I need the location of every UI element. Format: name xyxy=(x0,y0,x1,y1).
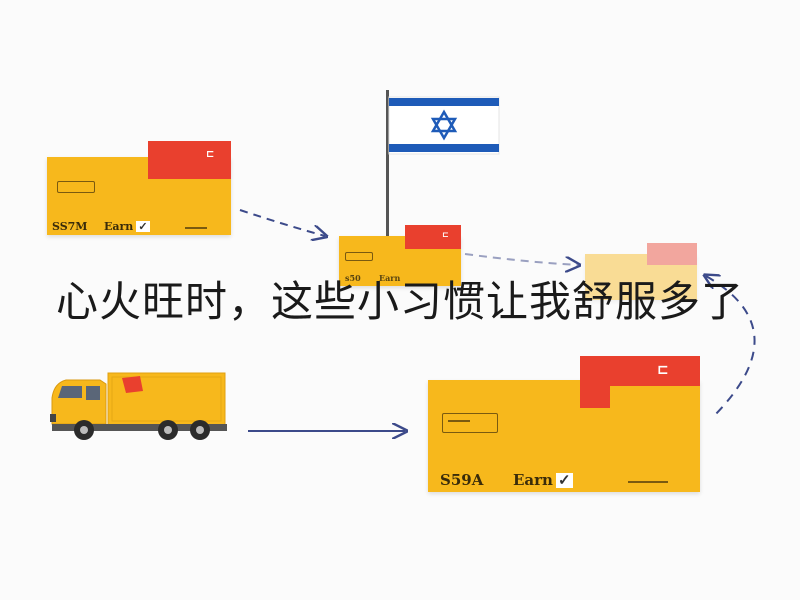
card-corner-notch xyxy=(148,141,176,179)
dashed-arrow-icon xyxy=(464,253,578,265)
shipping-card-center: ⊏ s50 Earn xyxy=(339,225,461,286)
card-stub-line xyxy=(448,420,470,422)
card-label-text: Earn xyxy=(104,220,134,233)
dashed-arrow-icon xyxy=(239,209,325,236)
card-corner-notch xyxy=(580,356,610,408)
card-code: S59A xyxy=(440,471,484,489)
card-label: Earn✓ xyxy=(513,473,573,488)
card-stub-line xyxy=(185,227,207,229)
card-address-box xyxy=(57,181,95,193)
checkmark-icon: ✓ xyxy=(136,220,150,233)
card-stub-line xyxy=(628,481,668,483)
card-corner-tab xyxy=(405,225,461,249)
card-corner-glyph: ⊏ xyxy=(206,149,215,160)
dashed-arrow-icon xyxy=(706,276,756,419)
card-label: Earn✓ xyxy=(104,221,150,232)
card-label: Earn xyxy=(379,273,401,283)
shipping-card-faded xyxy=(585,243,697,300)
shipping-card-large: ⊏ S59A Earn✓ xyxy=(428,356,700,492)
card-corner-glyph: ⊏ xyxy=(657,362,669,378)
card-label-text: Earn xyxy=(513,471,553,489)
card-address-box xyxy=(442,413,498,433)
card-code: s50 xyxy=(345,273,361,283)
headline: 心火旺时，这些小习惯让我舒服多了 xyxy=(55,277,744,326)
card-corner-tab xyxy=(647,243,697,265)
card-address-box xyxy=(345,252,373,261)
card-corner-glyph: ⊏ xyxy=(442,230,449,239)
card-code: SS7M xyxy=(52,220,88,233)
checkmark-icon: ✓ xyxy=(555,471,573,489)
shipping-card-left: ⊏ SS7M Earn✓ xyxy=(47,141,231,235)
